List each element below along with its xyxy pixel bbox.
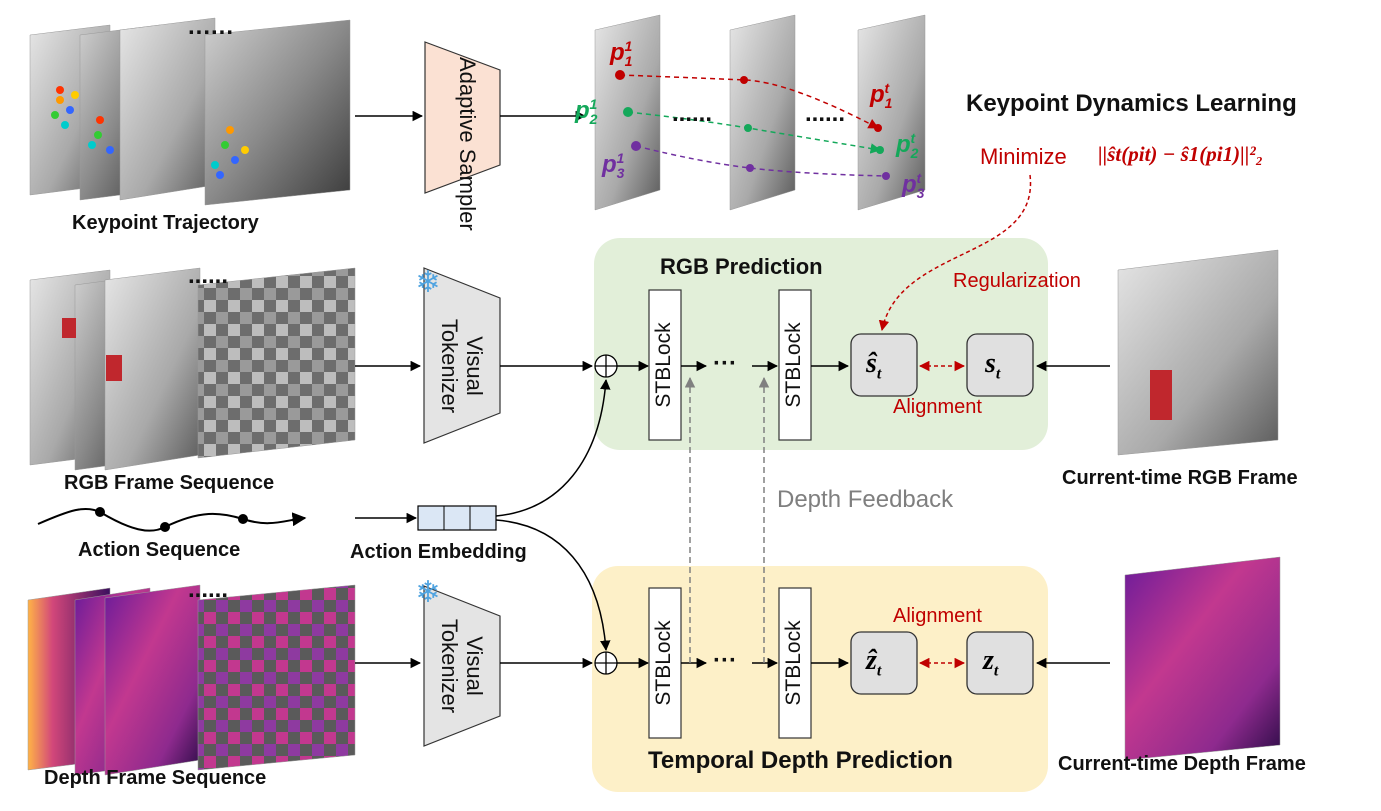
frames-ellipsis-2: ...... bbox=[805, 100, 846, 127]
keypoint-trajectory-label: Keypoint Trajectory bbox=[72, 212, 259, 234]
minimize-label: Minimize bbox=[980, 144, 1067, 169]
stblock-rgb-1-label: STBLock bbox=[652, 322, 675, 408]
visual-tokenizer-depth bbox=[423, 585, 501, 747]
predicted-depth-state-box bbox=[850, 631, 918, 695]
add-operator-rgb bbox=[594, 354, 618, 378]
visual-tokenizer-depth-label: Visual Tokenizer bbox=[437, 618, 487, 714]
frozen-icon-depth: ❄ bbox=[415, 575, 440, 610]
keypoint-p1-end: p1t bbox=[870, 80, 893, 111]
stblock-rgb-1 bbox=[648, 289, 682, 441]
add-operator-depth bbox=[594, 651, 618, 675]
target-depth-state: zt bbox=[983, 645, 999, 680]
depth-block-ellipsis: ··· bbox=[713, 647, 737, 674]
keypoint-tracks bbox=[615, 70, 890, 180]
rgb-block-ellipsis: ··· bbox=[713, 350, 737, 377]
stblock-rgb-2 bbox=[778, 289, 812, 441]
current-rgb-label: Current-time RGB Frame bbox=[1062, 467, 1298, 489]
stblock-depth-1-label: STBLock bbox=[652, 620, 675, 706]
sampled-frames bbox=[594, 14, 926, 211]
action-embedding-block bbox=[417, 505, 497, 531]
action-embedding-label: Action Embedding bbox=[350, 541, 527, 563]
rgb-frame-sequence-label: RGB Frame Sequence bbox=[64, 472, 275, 494]
target-rgb-state-box bbox=[966, 333, 1034, 397]
depth-feedback-arrows bbox=[684, 376, 770, 663]
keypoint-p3-start: p31 bbox=[602, 150, 625, 181]
depth-alignment-label: Alignment bbox=[893, 605, 982, 627]
keypoint-trajectory-frames bbox=[29, 17, 351, 206]
keypoint-dynamics-title: Keypoint Dynamics Learning bbox=[966, 90, 1297, 117]
predicted-rgb-state-box bbox=[850, 333, 918, 397]
visual-tokenizer-rgb-label: Visual Tokenizer bbox=[437, 318, 487, 414]
keypoint-p2-start: p21 bbox=[575, 96, 598, 127]
depth-frame-sequence-label: Depth Frame Sequence bbox=[44, 767, 267, 789]
frames-ellipsis-1: ...... bbox=[672, 100, 713, 127]
action-sequence-label: Action Sequence bbox=[78, 539, 241, 561]
predicted-depth-state: ẑt bbox=[866, 645, 882, 680]
trajectory-ellipsis: ...... bbox=[188, 13, 235, 40]
depth-frame-sequence bbox=[27, 584, 356, 776]
regularization-label: Regularization bbox=[953, 270, 1081, 292]
depth-feedback-label: Depth Feedback bbox=[777, 486, 954, 513]
regularization-arrow bbox=[878, 174, 1032, 332]
stblock-rgb-2-label: STBLock bbox=[782, 322, 805, 408]
adaptive-sampler bbox=[424, 41, 501, 194]
depth-sequence-ellipsis: ...... bbox=[188, 576, 229, 603]
adaptive-sampler-label: Adaptive Sampler bbox=[455, 57, 480, 231]
current-depth-frame bbox=[1124, 556, 1281, 761]
rgb-frame-sequence bbox=[29, 267, 356, 471]
stblock-depth-2 bbox=[778, 587, 812, 739]
current-depth-label: Current-time Depth Frame bbox=[1058, 753, 1306, 775]
frozen-icon-rgb: ❄ bbox=[415, 265, 440, 300]
target-depth-state-box bbox=[966, 631, 1034, 695]
rgb-alignment-label: Alignment bbox=[893, 396, 982, 418]
action-sequence-curve bbox=[37, 507, 307, 532]
keypoint-p3-end: p3t bbox=[902, 170, 925, 201]
keypoint-p1-start: p11 bbox=[610, 38, 633, 69]
current-rgb-frame bbox=[1117, 249, 1279, 456]
rgb-sequence-ellipsis: ...... bbox=[188, 262, 229, 289]
predicted-rgb-state: ŝt bbox=[866, 348, 882, 383]
temporal-depth-prediction-title: Temporal Depth Prediction bbox=[648, 747, 953, 774]
rgb-prediction-panel bbox=[594, 238, 1048, 450]
depth-prediction-panel bbox=[592, 566, 1048, 792]
keypoint-p2-end: p2t bbox=[896, 130, 919, 161]
rgb-prediction-title: RGB Prediction bbox=[660, 254, 823, 279]
stblock-depth-2-label: STBLock bbox=[782, 620, 805, 706]
minimize-formula: ||ŝt(pit) − ŝ1(pi1)||²₂ bbox=[1098, 142, 1263, 166]
target-rgb-state: st bbox=[985, 348, 1001, 383]
visual-tokenizer-rgb bbox=[423, 267, 501, 444]
